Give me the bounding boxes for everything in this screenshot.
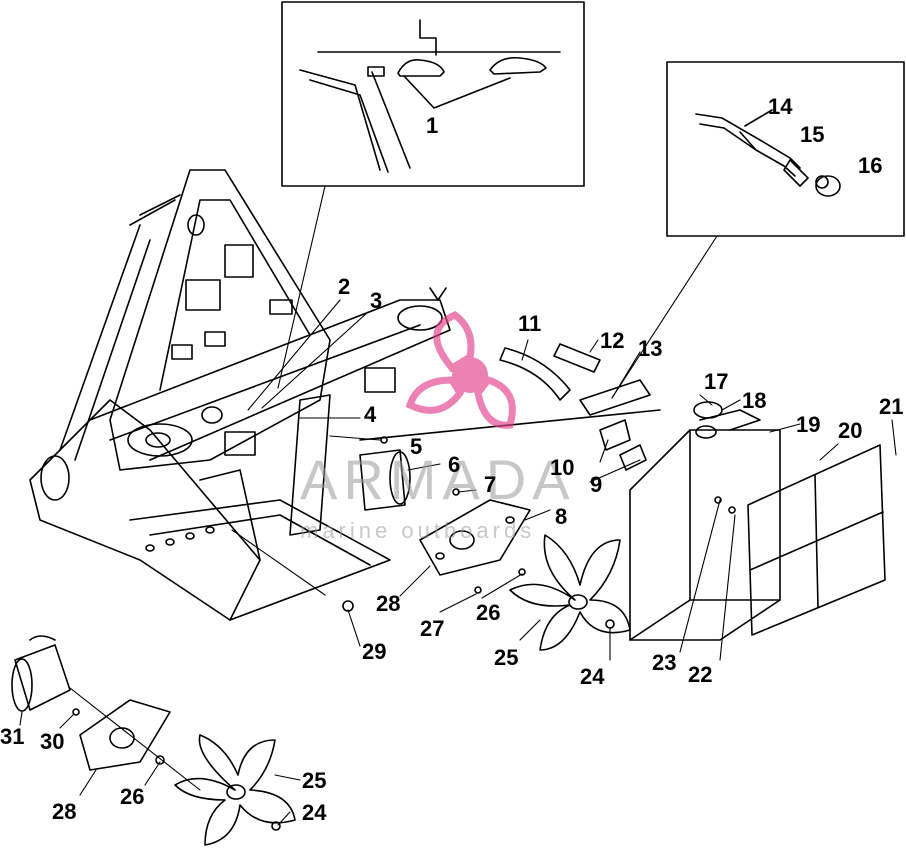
callout-20: 20 <box>838 418 863 443</box>
callout-13: 13 <box>638 336 663 361</box>
callout-15: 15 <box>800 122 825 147</box>
callout-25-lower: 25 <box>302 768 327 793</box>
callout-31: 31 <box>0 724 25 749</box>
callout-16: 16 <box>858 153 883 178</box>
fan-motor-main <box>359 449 411 511</box>
callout-10: 10 <box>550 455 575 480</box>
callout-22: 22 <box>688 662 713 687</box>
callout-24-lower: 24 <box>302 800 327 825</box>
watermark-tagline: marine outboards <box>300 518 536 543</box>
callout-28-main: 28 <box>376 591 401 616</box>
callout-24-main: 24 <box>580 664 605 689</box>
fan-shroud-main <box>419 499 531 576</box>
callout-9: 9 <box>590 472 603 497</box>
callout-2: 2 <box>338 274 351 299</box>
callout-17: 17 <box>704 369 729 394</box>
callout-23: 23 <box>652 650 677 675</box>
callout-12: 12 <box>600 328 625 353</box>
watermark-brand: ARMADA <box>300 448 576 511</box>
callout-8: 8 <box>555 504 568 529</box>
callout-11: 11 <box>518 311 542 336</box>
callout-19: 19 <box>796 412 821 437</box>
fan-blade-lower <box>174 734 296 846</box>
callout-4: 4 <box>364 402 377 427</box>
detail-inset-clip <box>281 1 585 187</box>
callout-29: 29 <box>362 639 387 664</box>
detail-inset-drain-valve <box>666 61 905 237</box>
radiator-screen <box>747 444 886 636</box>
callout-26-lower: 26 <box>120 784 145 809</box>
callout-6: 6 <box>448 452 461 477</box>
callout-26-main: 26 <box>476 600 501 625</box>
callout-1: 1 <box>426 113 439 138</box>
small-hardware <box>72 436 736 831</box>
callout-18: 18 <box>742 388 767 413</box>
radiator <box>629 401 781 641</box>
callout-3: 3 <box>370 288 383 313</box>
callout-5: 5 <box>410 434 423 459</box>
callout-14: 14 <box>768 94 793 119</box>
fan-motor-lower <box>11 635 71 712</box>
callout-7: 7 <box>484 472 497 497</box>
callout-27: 27 <box>420 616 445 641</box>
callout-28-lower: 28 <box>52 799 77 824</box>
vehicle-frame <box>29 169 451 621</box>
leader-lines <box>19 185 897 826</box>
watermark-logo <box>405 310 516 429</box>
callout-30: 30 <box>40 729 65 754</box>
callout-25-main: 25 <box>494 645 519 670</box>
callout-21: 21 <box>879 394 904 419</box>
